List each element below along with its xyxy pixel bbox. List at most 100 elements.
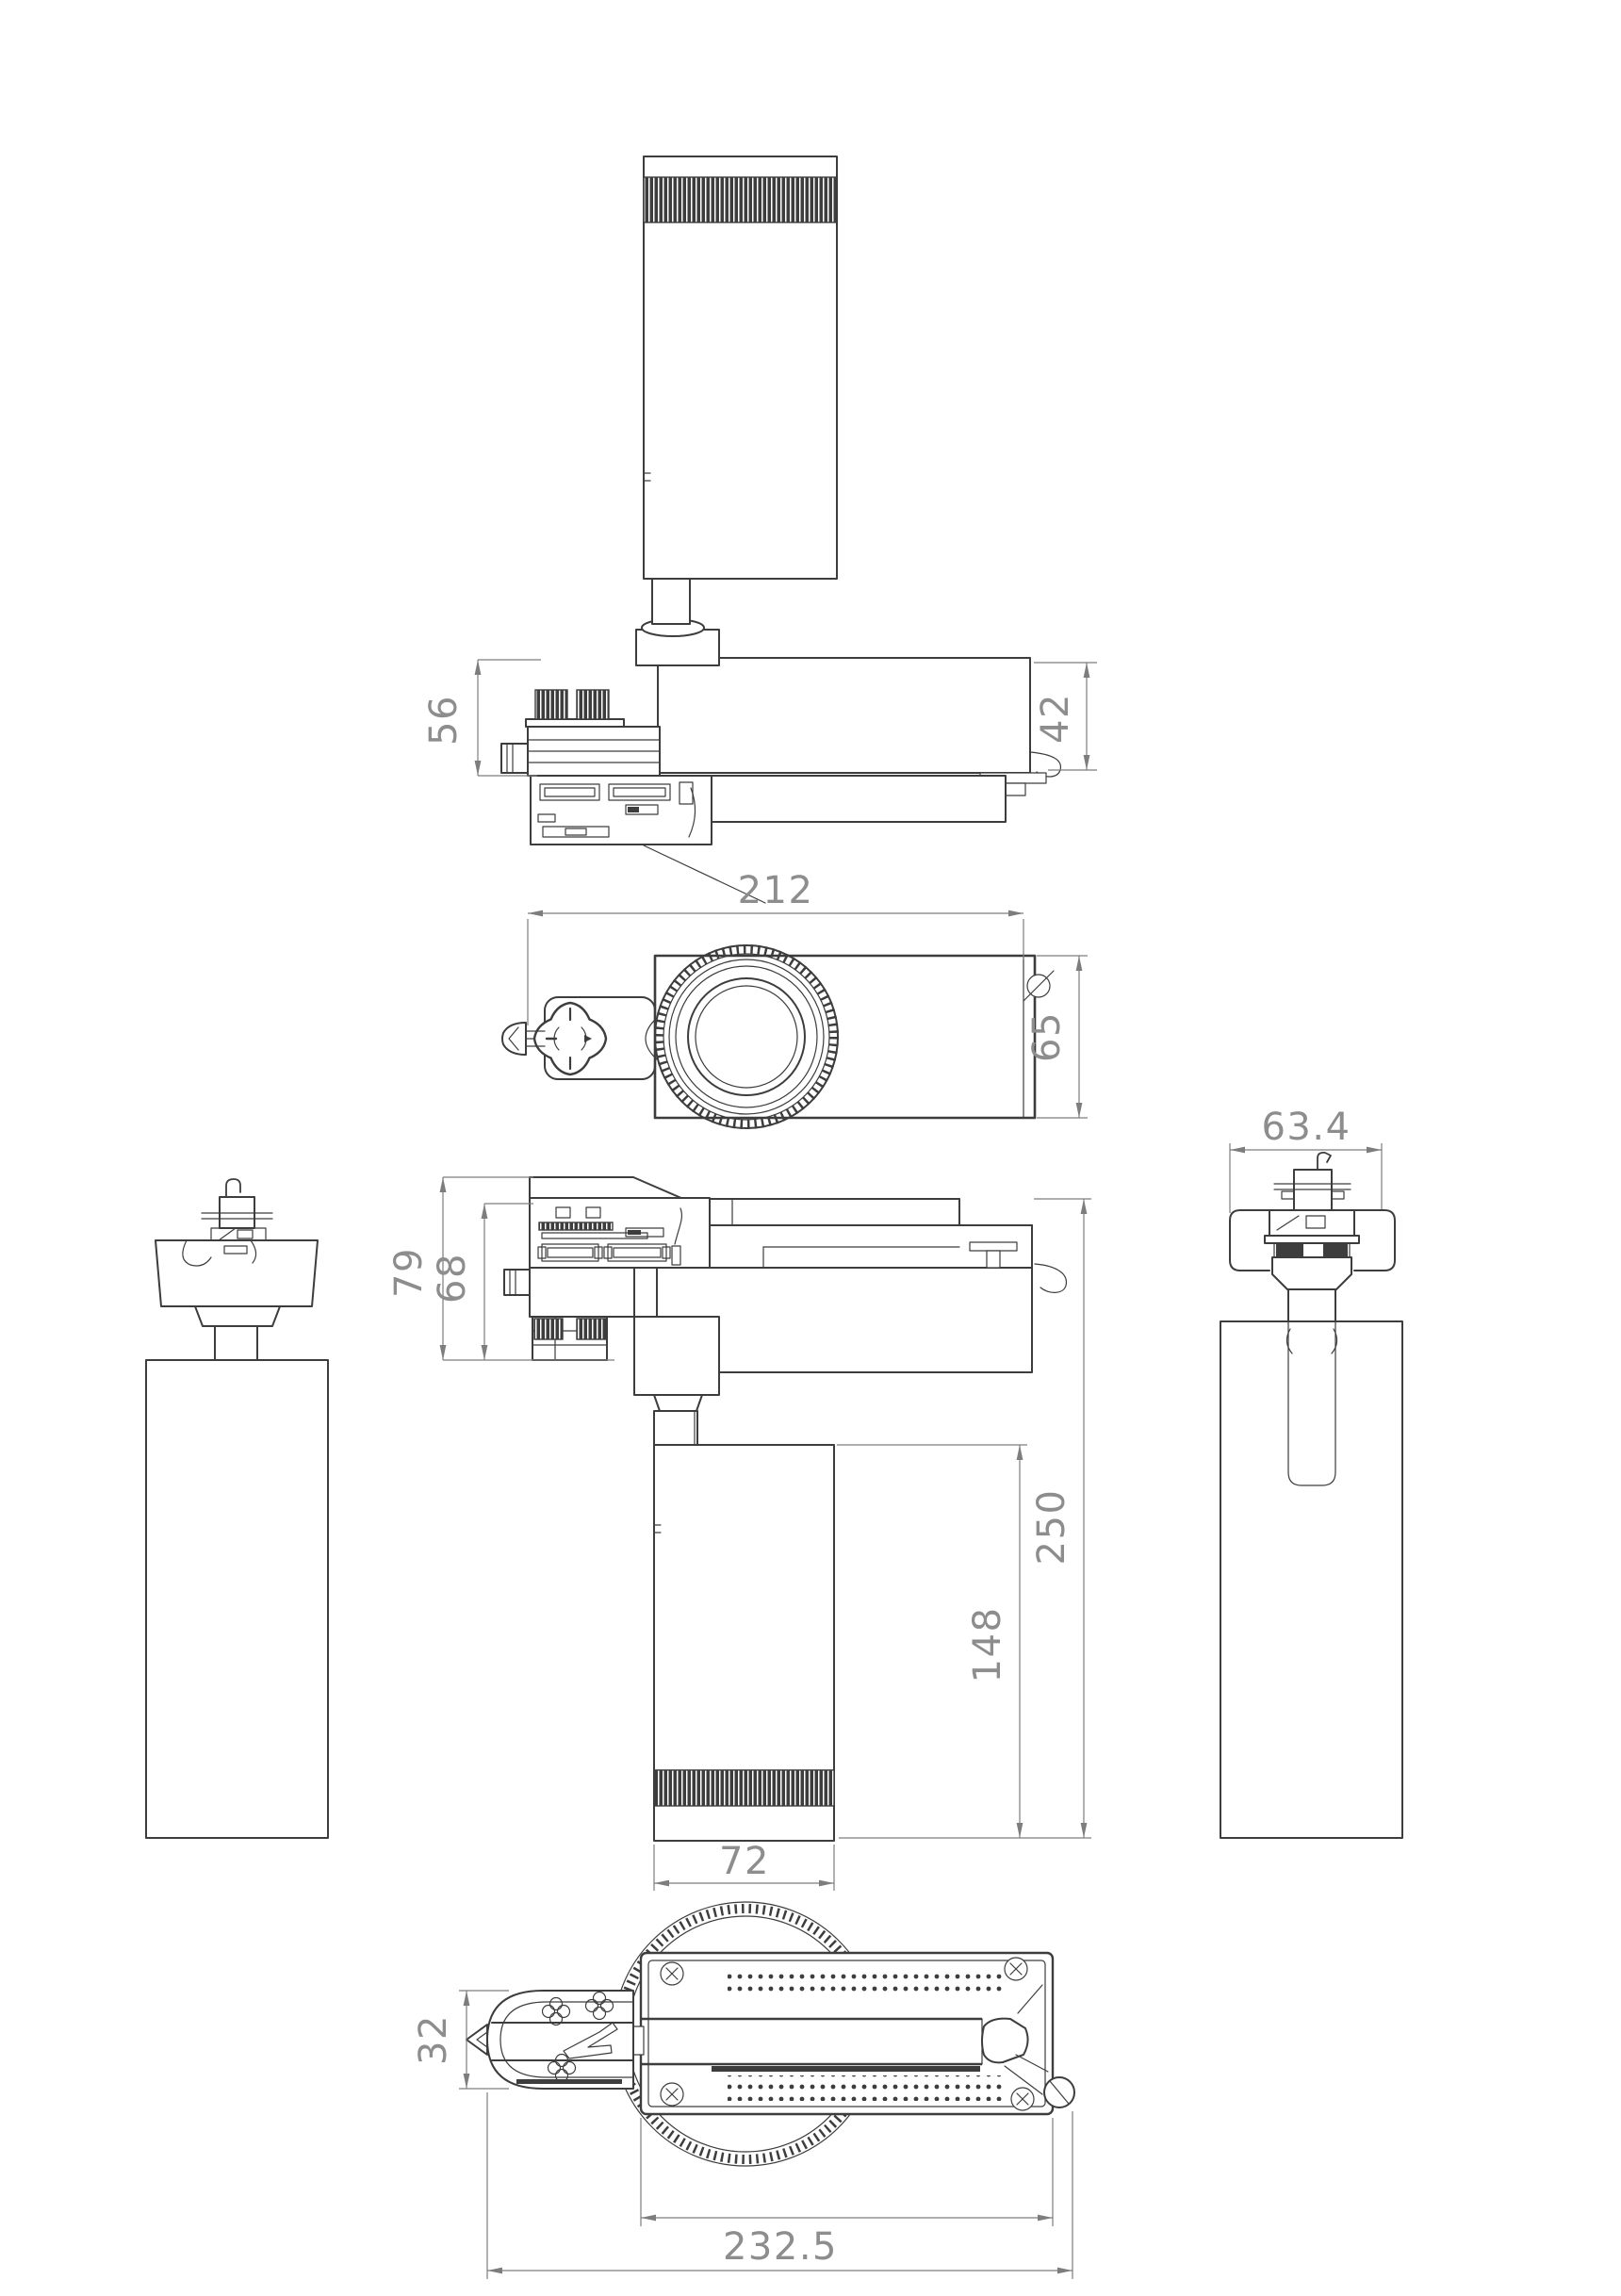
detail xyxy=(663,953,830,1121)
lamp-body xyxy=(1220,1320,1403,1839)
track-adapter-contacts xyxy=(537,781,696,838)
dimension-72: 72 xyxy=(653,1840,835,1891)
detail xyxy=(1305,1215,1326,1229)
detail xyxy=(613,1247,662,1258)
detail xyxy=(675,965,818,1108)
detail xyxy=(584,1035,592,1042)
track-hook xyxy=(225,1178,241,1200)
dimension-56: 56 xyxy=(422,659,541,777)
detail xyxy=(237,1229,254,1239)
detail xyxy=(1331,1190,1345,1200)
dimension-text: 79 xyxy=(387,1247,431,1298)
knurl-band xyxy=(1276,1244,1303,1256)
view-bottom: 32 232.5 xyxy=(412,1901,1075,2279)
dimension-text: 63.4 xyxy=(1261,1106,1351,1149)
dimension-text: 148 xyxy=(966,1607,1009,1683)
detail xyxy=(537,1246,547,1259)
screws xyxy=(660,1957,1035,2111)
lever-arm xyxy=(1015,2054,1049,2073)
detail xyxy=(1016,2092,1029,2106)
detail xyxy=(1331,1328,1338,1354)
detail xyxy=(607,1243,667,1262)
knurl-band xyxy=(1323,1244,1348,1256)
track-hook xyxy=(1317,1151,1332,1171)
adapter-wing-right xyxy=(1353,1209,1396,1271)
track-adapter-capsule xyxy=(486,1990,634,2090)
lamp-stem xyxy=(653,1410,698,1446)
adapter-body-lines xyxy=(527,739,661,763)
detail xyxy=(665,1967,679,1980)
dimension-text: 212 xyxy=(738,869,814,912)
detail xyxy=(1276,1215,1300,1231)
detail xyxy=(592,2006,607,2021)
detail xyxy=(1009,1962,1023,1976)
detail xyxy=(671,1245,681,1266)
dimension-text: 42 xyxy=(1034,693,1077,744)
detail xyxy=(665,2088,679,2101)
detail xyxy=(584,1998,599,2013)
detail xyxy=(562,2060,577,2075)
dimension-161.5 xyxy=(640,2118,1054,2226)
detail xyxy=(1285,1328,1293,1354)
track-plate-right xyxy=(711,775,1007,823)
detail xyxy=(508,1026,519,1051)
slot xyxy=(516,2079,622,2084)
lamp-cylinder xyxy=(643,156,838,580)
lamp-stem xyxy=(214,1325,258,1361)
detail xyxy=(547,1247,594,1258)
dimension-232.5: 232.5 xyxy=(486,2092,1073,2279)
detail xyxy=(499,2001,634,2078)
adapter-wing-left xyxy=(1229,1209,1270,1271)
knurl-ring xyxy=(654,944,839,1129)
mount-bracket xyxy=(969,1241,1018,1252)
swivel-neck xyxy=(633,1316,720,1396)
dimension-250: 250 xyxy=(839,1198,1091,1839)
detail xyxy=(565,828,587,836)
driver-housing xyxy=(657,657,1031,774)
detail xyxy=(541,1243,599,1262)
view-side-elevation: 56 42 xyxy=(422,156,1097,904)
leader-line xyxy=(643,845,766,904)
view-front: 79 68 250 148 72 xyxy=(387,1176,1091,1891)
contact-cutouts xyxy=(541,1991,614,2083)
view-left-side xyxy=(145,1178,329,1839)
side-tab xyxy=(500,743,529,774)
lamp-stem xyxy=(651,574,691,625)
detail xyxy=(223,1245,248,1255)
dimension-68: 68 xyxy=(431,1203,533,1360)
adapter-roof xyxy=(529,1176,684,1200)
detail xyxy=(218,1227,237,1241)
detail xyxy=(662,1246,671,1259)
dimension-42: 42 xyxy=(1034,662,1097,771)
dimension-text: 68 xyxy=(431,1253,474,1304)
detail xyxy=(674,1207,683,1245)
knurled-knob xyxy=(533,1318,564,1340)
track-adapter-box xyxy=(530,775,712,845)
detail xyxy=(555,1206,571,1219)
dimension-text: 32 xyxy=(412,2014,455,2065)
dimension-text: 250 xyxy=(1030,1489,1073,1566)
detail xyxy=(541,1232,648,1239)
track-adapter-lower xyxy=(529,1267,635,1318)
detail xyxy=(541,2004,556,2019)
detail xyxy=(476,2031,488,2048)
dimension-212: 212 xyxy=(527,869,1024,1025)
dimension-79: 79 xyxy=(387,1176,614,1361)
detail xyxy=(695,985,798,1089)
detail xyxy=(547,2060,562,2075)
detail xyxy=(549,1996,564,2011)
detail xyxy=(1023,970,1055,1002)
yoke-block xyxy=(1271,1256,1352,1290)
detail xyxy=(625,804,659,815)
detail xyxy=(549,2011,564,2026)
detail xyxy=(594,1246,603,1259)
knurled-knob xyxy=(576,689,610,720)
detail xyxy=(603,1246,613,1259)
detail xyxy=(647,1960,1046,2107)
vent-holes-bottom xyxy=(728,2075,1006,2101)
knurled-knob xyxy=(576,1318,607,1340)
dimension-148: 148 xyxy=(837,1444,1027,1838)
detail xyxy=(556,2004,571,2019)
neck-cone xyxy=(653,1394,703,1412)
